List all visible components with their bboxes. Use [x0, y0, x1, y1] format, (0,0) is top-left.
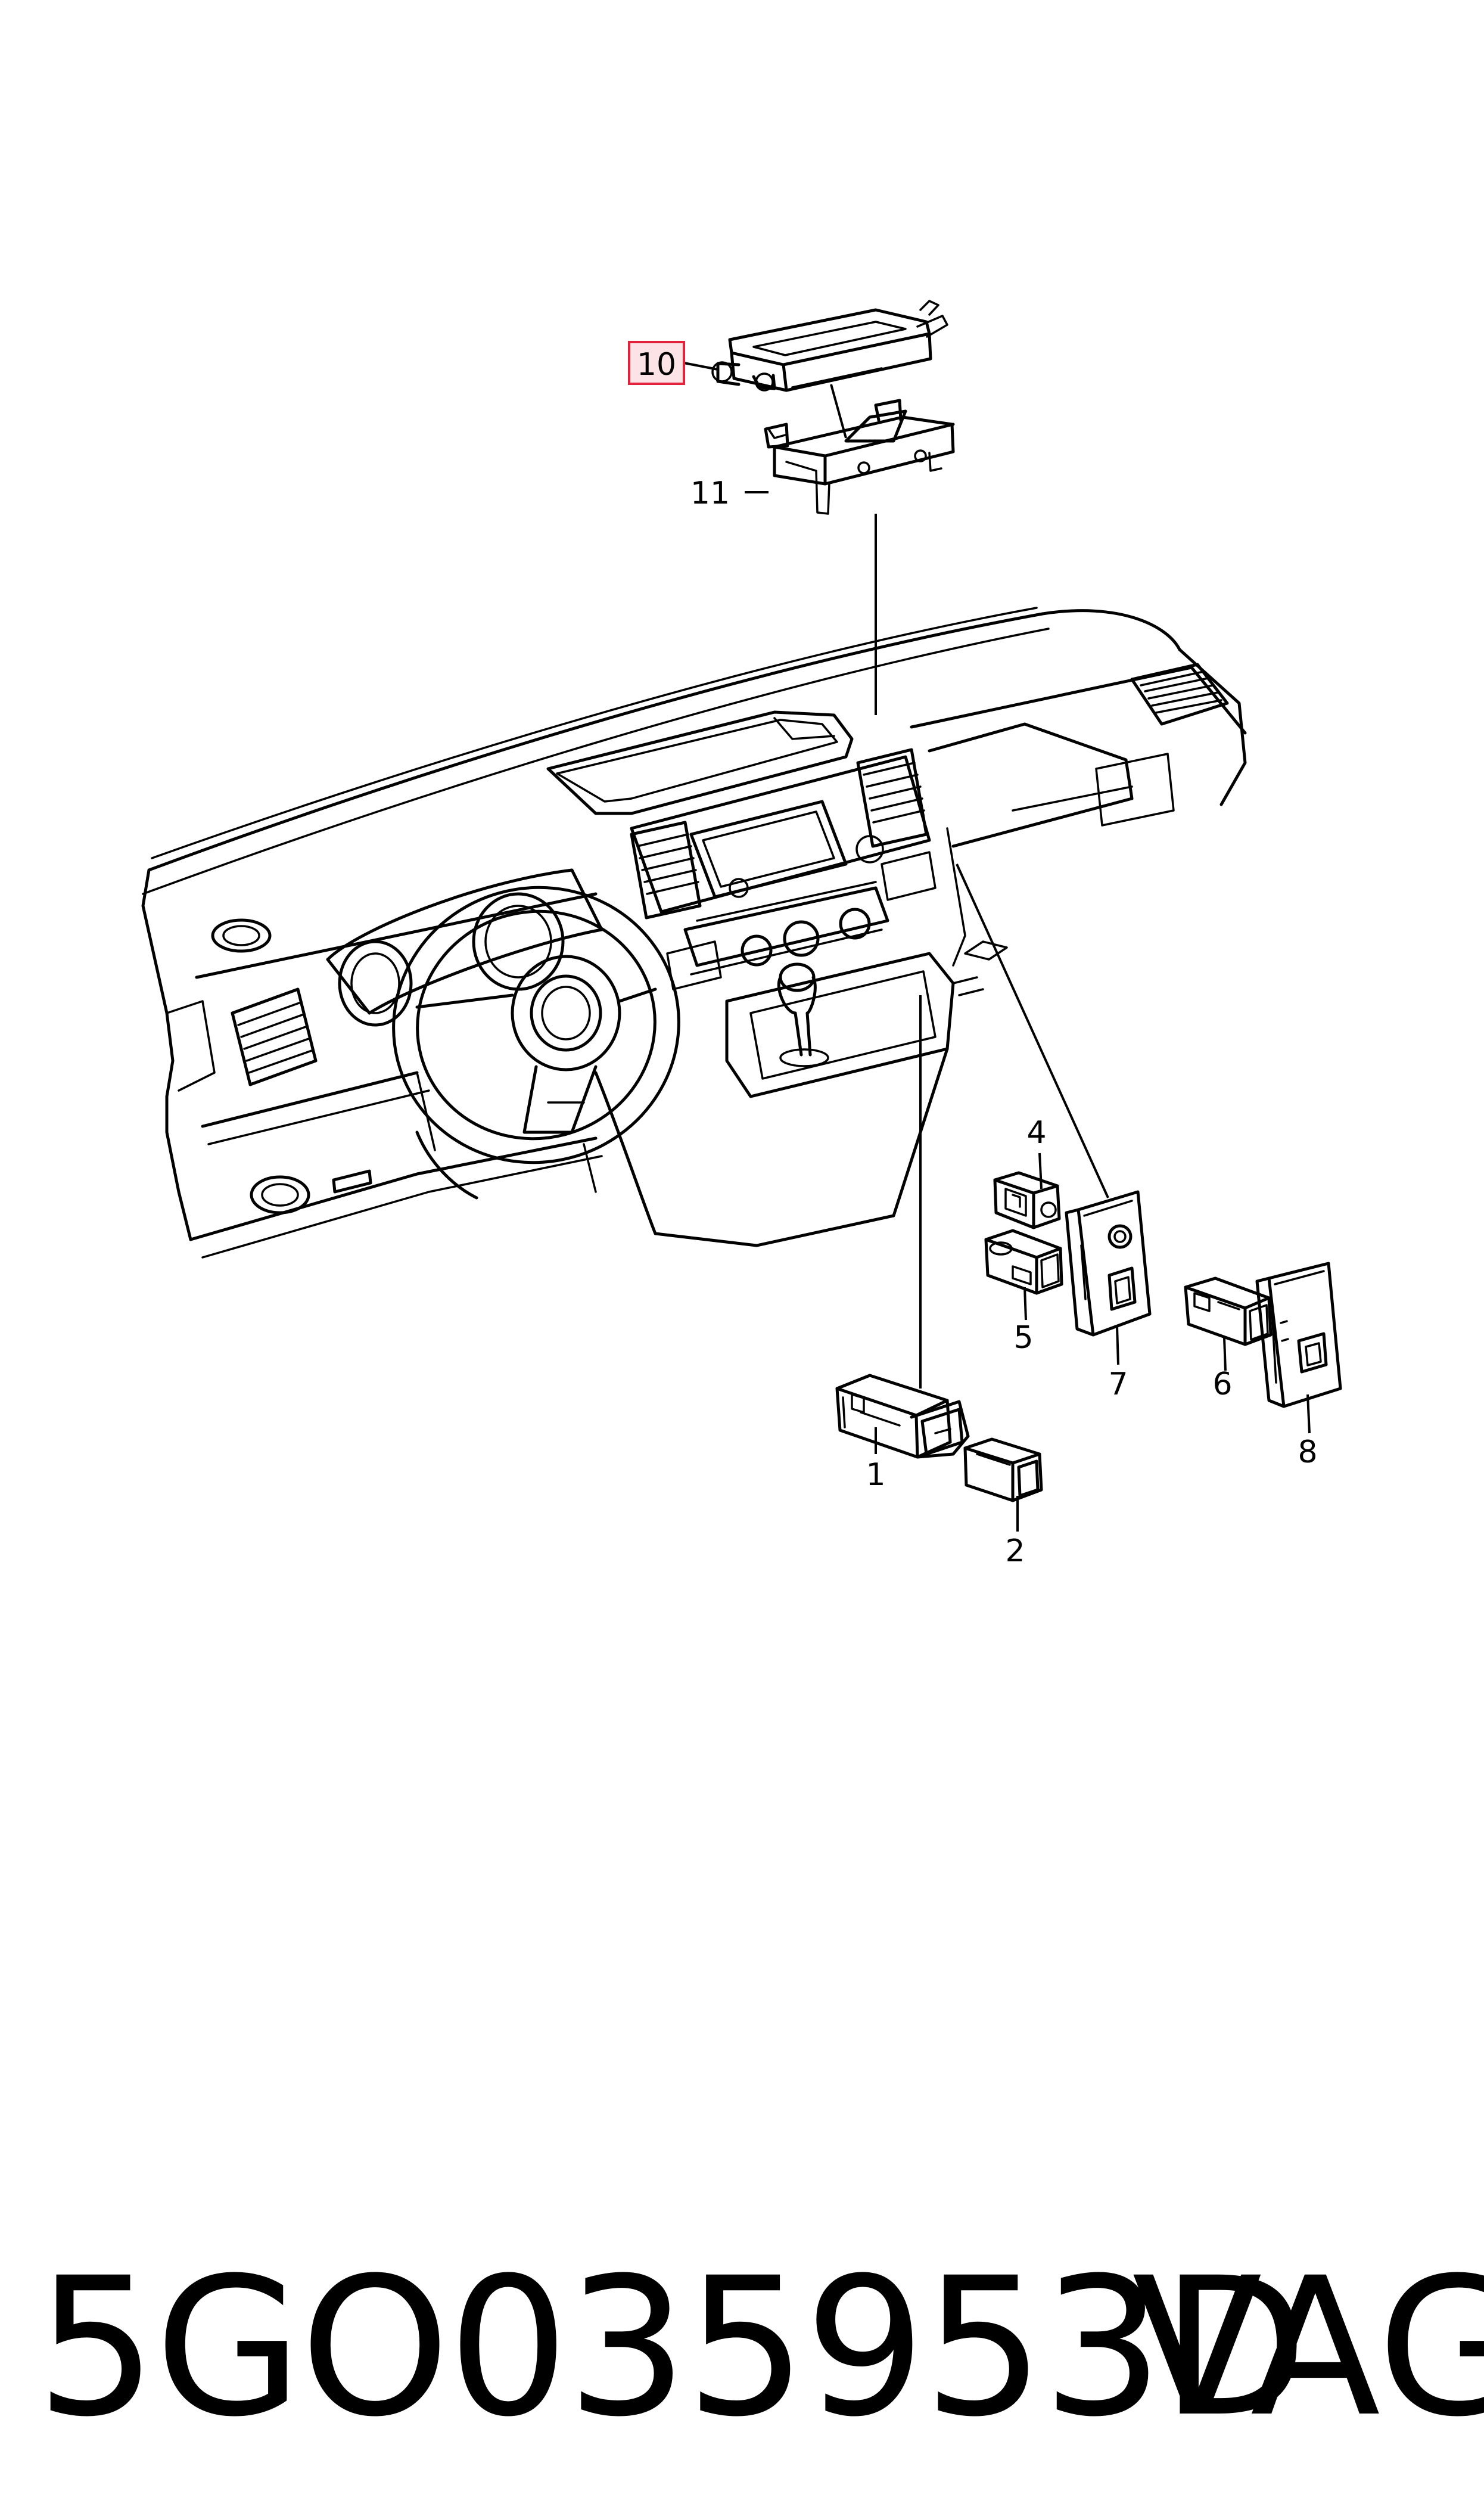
callout-7[interactable]: 7 — [1108, 1366, 1128, 1402]
dashboard-illustration — [141, 607, 1247, 1259]
part-5-socket[interactable] — [984, 1229, 1063, 1295]
part-number: 5GO035953D — [36, 2237, 1308, 2459]
callout-8[interactable]: 8 — [1298, 1434, 1317, 1470]
part-2-blank-cap[interactable] — [963, 1437, 1043, 1502]
part-7-usb-bezel[interactable] — [1065, 1190, 1152, 1337]
callout-1[interactable]: 1 — [866, 1457, 885, 1493]
part-1-switch[interactable] — [835, 1374, 970, 1459]
part-8-bezel[interactable] — [1255, 1262, 1342, 1408]
callout-4[interactable]: 4 — [1026, 1115, 1046, 1151]
callout-6[interactable]: 6 — [1212, 1366, 1232, 1402]
part-4-usb-socket[interactable] — [993, 1171, 1061, 1229]
part-11-bracket[interactable] — [764, 399, 955, 515]
callout-2[interactable]: 2 — [1005, 1533, 1025, 1569]
callout-5[interactable]: 5 — [1013, 1320, 1033, 1356]
callout-10[interactable]: 10 — [637, 347, 676, 383]
callout-10-highlight — [628, 341, 685, 385]
brand-name: VAG — [1132, 2237, 1484, 2459]
leader-lines — [683, 362, 1311, 1532]
callout-11[interactable]: 11 — [690, 476, 730, 511]
footer: 5GO035953D VAG — [0, 2229, 1484, 2467]
part-10-control-module[interactable] — [711, 300, 948, 392]
callout-labels: 10 11 4 5 7 6 8 1 2 — [628, 341, 1318, 1569]
